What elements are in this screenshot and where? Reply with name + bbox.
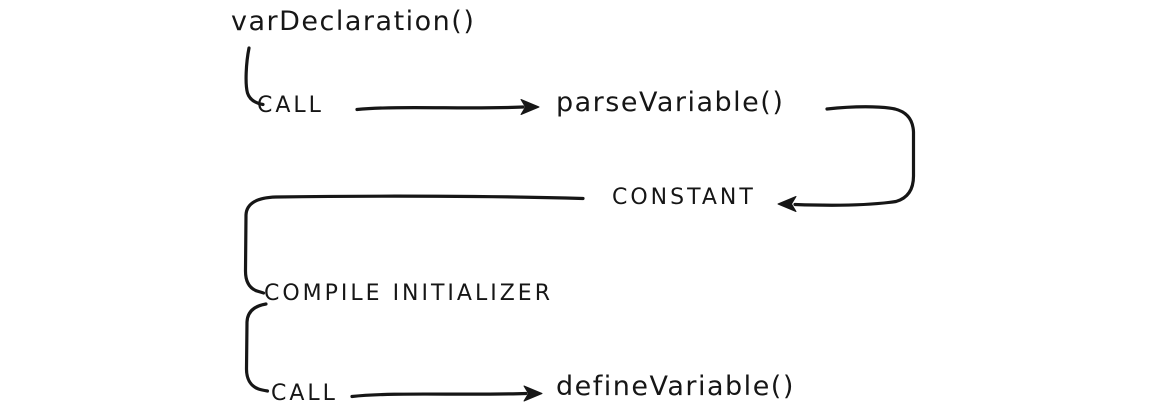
function-vardeclaration: varDeclaration() xyxy=(231,6,476,37)
op-compile-initializer: COMPILE INITIALIZER xyxy=(264,281,553,306)
connector-compile-initializer-to-call2 xyxy=(244,302,270,393)
op-constant: CONSTANT xyxy=(612,185,756,210)
op-call-1: CALL xyxy=(257,93,324,118)
op-call-2: CALL xyxy=(271,381,338,406)
arrowhead-right-icon xyxy=(520,99,540,115)
arrow-call2-to-definevariable xyxy=(350,391,528,399)
connector-root-to-call1 xyxy=(244,46,265,107)
function-definevariable: defineVariable() xyxy=(556,371,795,402)
arrowhead-right-icon xyxy=(523,385,543,402)
function-parsevariable: parseVariable() xyxy=(556,87,785,118)
arrowhead-left-icon xyxy=(777,196,797,212)
connector-parsevariable-to-constant xyxy=(793,105,916,207)
arrow-call1-to-parsevariable xyxy=(355,105,525,112)
connector-constant-to-compile-initializer xyxy=(243,194,585,295)
